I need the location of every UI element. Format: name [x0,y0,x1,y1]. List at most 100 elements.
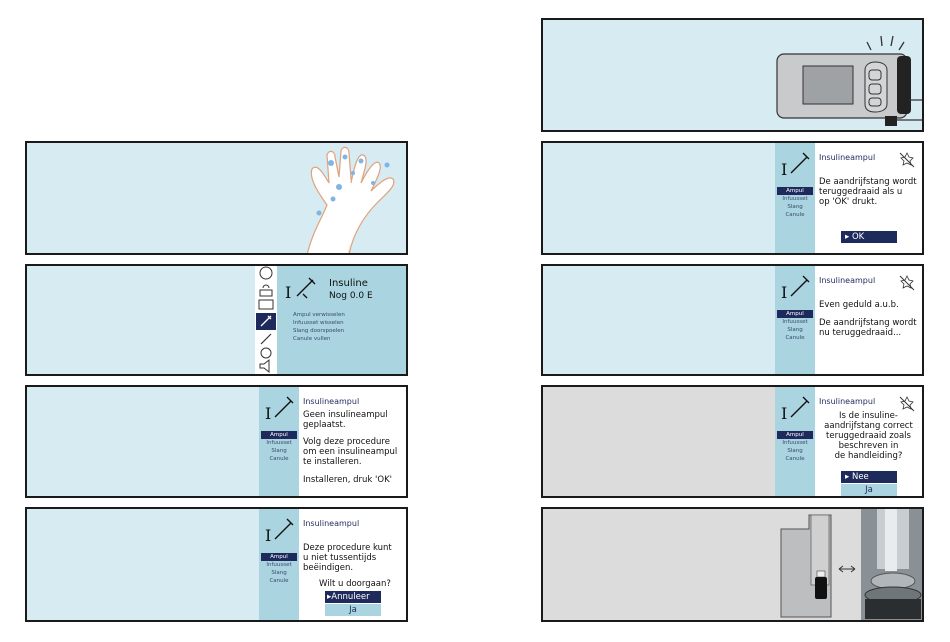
screen-menu: Ampul Infuusset Slang Canule [775,310,815,342]
menu-item[interactable]: Infuusset [782,319,808,325]
menu-item[interactable]: Canule [785,456,805,462]
confirm-procedure-panel: I Ampul Infuusset Slang Canule Insulinea… [25,507,408,622]
question-text: Is de insuline- aandrijfstang correct te… [819,411,918,461]
settings-icon [260,347,272,359]
alert-icon [259,266,273,280]
mute-icon [899,152,915,168]
message-line: u niet tussentijds [303,553,377,563]
insulin-menu-panel: I Insuline Nog 0.0 E Ampul verwisselen I… [25,264,408,376]
svg-text:I: I [781,404,787,423]
syringe-icon: I [781,396,810,423]
menu-item[interactable]: Infuusset [266,440,292,446]
device-screen: I Ampul Infuusset Slang Canule Insulinea… [775,266,922,374]
menu-item[interactable]: Slang [787,448,803,454]
screen-title: Insulineampul [303,519,360,528]
retract-ok-panel: I Ampul Infuusset Slang Canule Insulinea… [541,141,924,255]
menu-item[interactable]: Slang [787,204,803,210]
message-line: om een insulineampul [303,447,398,457]
menu-item[interactable]: Infuusset wisselen [293,320,344,326]
screen-menu: Ampul Infuusset Slang Canule [775,187,815,219]
menu-item[interactable]: Slang [787,327,803,333]
sound-icon [259,358,270,374]
yes-button[interactable]: Ja [841,484,897,496]
menu-item[interactable]: Infuusset [782,196,808,202]
screen-menu: Ampul Infuusset Slang Canule [775,431,815,463]
menu-item[interactable]: Ampul verwisselen [293,312,345,318]
menu-item[interactable]: Canule vullen [293,336,331,342]
message-line: Deze procedure kunt [303,543,392,553]
device-screen: I Ampul Infuusset Slang Canule Insulinea… [259,387,406,496]
message-line: Volg deze procedure [303,437,390,447]
syringe-icon: I [265,396,294,423]
menu-item[interactable]: Infuusset [266,562,292,568]
device-screen: I Ampul Infuusset Slang Canule Insulinea… [259,509,406,620]
message-line: Is de insuline- [839,411,898,421]
message-line: teruggedraaid als u [819,187,903,197]
cancel-button[interactable]: ▸Annuleer [325,591,381,603]
menu-item[interactable]: Canule [785,335,805,341]
device-screen: I Ampul Infuusset Slang Canule Insulinea… [775,387,922,496]
question-text: Wilt u doorgaan? [319,579,391,589]
menu-item[interactable]: Canule [269,456,289,462]
device-screen: I Ampul Infuusset Slang Canule Insulinea… [775,143,922,253]
message-line: Geen insulineampul [303,410,388,420]
message-line: aandrijfstang correct [824,421,913,431]
mute-icon [899,275,915,291]
screen-sidebar: I Ampul Infuusset Slang Canule [775,143,815,253]
svg-text:I: I [285,283,291,302]
menu-item[interactable]: Slang [271,448,287,454]
pump-device-panel [541,18,924,132]
insulin-remaining: Nog 0.0 E [329,291,373,301]
no-ampoule-panel: I Ampul Infuusset Slang Canule Insulinea… [25,385,408,498]
menu-item[interactable]: Ampul [261,553,297,561]
screen-title: Insulineampul [819,397,876,406]
yes-button[interactable]: Ja [325,604,381,616]
menu-item[interactable]: Ampul [777,431,813,439]
screen-sidebar: I Ampul Infuusset Slang Canule [259,509,299,620]
menu-item[interactable]: Canule [785,212,805,218]
menu-item[interactable]: Infuusset [782,440,808,446]
wait-message: Even geduld a.u.b. [819,300,899,310]
menu-item[interactable]: Ampul [777,310,813,318]
message-line: Installeren, druk 'OK' [303,475,392,485]
screen-sidebar: I Ampul Infuusset Slang Canule [775,387,815,496]
syringe-icon: I [285,277,316,302]
screen-menu: Ampul Infuusset Slang Canule [259,553,299,585]
message-line: beschreven in [838,441,899,451]
retract-question-panel: I Ampul Infuusset Slang Canule Insulinea… [541,385,924,498]
drive-rod-illustration [780,509,922,620]
svg-text:I: I [265,526,271,545]
mute-icon [899,396,915,412]
no-button[interactable]: ▸ Nee [841,471,897,483]
message-line: geplaatst. [303,420,346,430]
screen-sidebar: I Ampul Infuusset Slang Canule [259,387,299,496]
insulin-title: Insuline [329,278,368,289]
message-line: De aandrijfstang wordt [819,318,917,328]
menu-item[interactable]: Slang doorspoelen [293,328,345,334]
menu-icons [256,266,276,374]
syringe-icon: I [781,275,810,302]
syringe-icon: I [265,518,294,545]
handwash-panel [25,141,408,255]
screen-title: Insulineampul [303,397,360,406]
washing-hands-illustration [306,146,395,253]
svg-text:I: I [265,404,271,423]
screen-icon [258,299,274,310]
please-wait-panel: I Ampul Infuusset Slang Canule Insulinea… [541,264,924,376]
menu-item[interactable]: Ampul [261,431,297,439]
message-line: op 'OK' drukt. [819,197,878,207]
menu-item[interactable]: Ampul [777,187,813,195]
user-icon [259,284,273,297]
screen-title: Insulineampul [819,153,876,162]
message-line: teruggedraaid zoals [826,431,911,441]
svg-text:I: I [781,283,787,302]
insulin-screen: I Insuline Nog 0.0 E Ampul verwisselen I… [277,266,406,374]
menu-item[interactable]: Slang [271,570,287,576]
graph-syringe-icon [260,333,272,345]
menu-item[interactable]: Canule [269,578,289,584]
syringe-icon: I [781,152,810,179]
message-line: beëindigen. [303,563,354,573]
message-line: nu teruggedraaid... [819,328,902,338]
ok-button[interactable]: ▸ OK [841,231,897,243]
message-line: de handleiding? [834,451,903,461]
